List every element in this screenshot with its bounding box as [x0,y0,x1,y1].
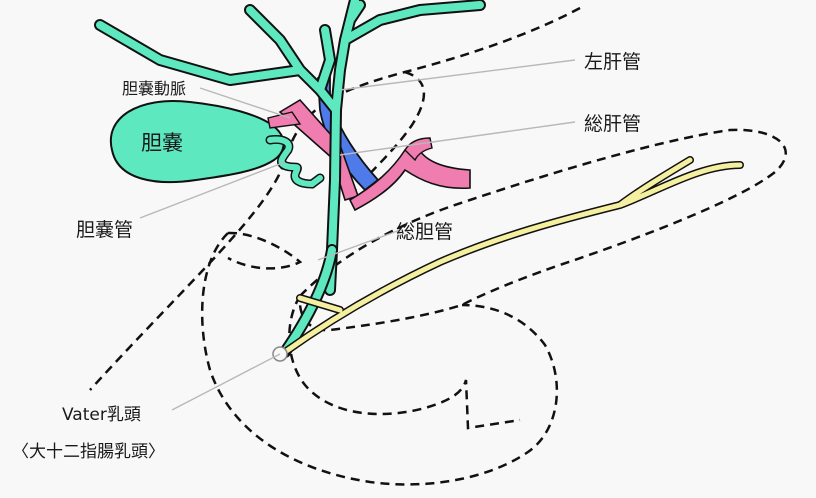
pancreatic-duct [281,156,744,356]
label-major-duodenal-papilla: 〈大十二指腸乳頭〉 [12,442,165,462]
leader-lines [139,59,576,411]
gallbladder [109,100,285,184]
bile-duct-tree [94,0,486,358]
label-common-bile-duct: 総胆管 [396,221,453,243]
label-cystic-artery: 胆嚢動脈 [122,79,186,98]
label-gallbladder: 胆嚢 [141,131,183,155]
liver-outline [89,6,581,391]
label-common-hepatic-duct: 総肝管 [584,113,641,135]
label-cystic-duct: 胆嚢管 [76,219,133,241]
pancreas-outline [298,128,787,332]
hepatic-artery [267,98,471,212]
label-left-hepatic-duct: 左肝管 [584,51,641,73]
duodenum-inner-outline [288,295,521,430]
duodenal-bulb-outline [227,231,303,270]
label-vater-papilla: Vater乳頭 [62,405,141,425]
duodenum-outline [200,232,559,486]
